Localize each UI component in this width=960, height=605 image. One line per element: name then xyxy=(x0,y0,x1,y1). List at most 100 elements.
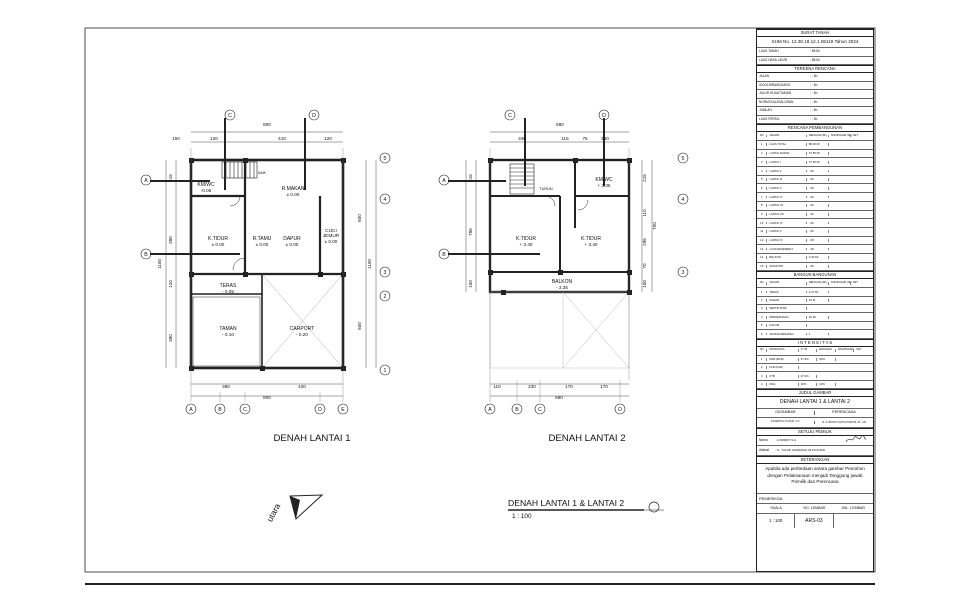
rencana-cell: LUAS TOTAL xyxy=(767,143,807,147)
dimension-text: 385 xyxy=(168,236,173,244)
grid-bubble-3: 3 xyxy=(682,270,685,276)
intensitas-cell: 20% xyxy=(817,383,836,386)
dimension-text: 410 xyxy=(278,136,286,141)
room-level: - 3.35 xyxy=(556,285,568,290)
title-block: SURAT TANAH SHM No. 12.30.18.12.1.06119 … xyxy=(756,28,874,572)
intensitas-cell: RENCANA xyxy=(817,349,836,352)
sheet-bottom-line xyxy=(85,583,875,585)
rencana-cell: LUAS BASEMENT xyxy=(767,247,807,251)
dimension-text: 170 xyxy=(600,384,608,389)
grid-bubble-5-bubble xyxy=(379,152,391,164)
alamat-value: : JL. TULASI LIMAWONG 36 KOJO RID xyxy=(775,448,826,453)
dimension-text: 215 xyxy=(168,174,173,182)
rencana-cell: - M² xyxy=(807,230,829,234)
section-mark: A xyxy=(144,178,148,184)
rencana-cell: LANTAI VII xyxy=(767,204,807,208)
setuju-header: SETUJU PEMILIK xyxy=(757,428,873,437)
rencana-cell: 9 xyxy=(757,213,768,216)
section-mark-bubble xyxy=(598,109,610,121)
bangun-cell: URAIAN xyxy=(767,281,807,285)
terkena-item-value: : - M² xyxy=(810,108,818,113)
skala-label: SKALA xyxy=(770,505,782,510)
grid-bubble-1: 1 xyxy=(384,368,387,374)
rencana-cell: - M² xyxy=(807,204,829,208)
section-mark-bubble xyxy=(224,109,236,121)
rencana-cell: - M² xyxy=(807,265,829,268)
rencana-cell: 15 xyxy=(757,265,768,268)
rencana-cell: - M² xyxy=(807,239,829,242)
bangun-cell: 4 xyxy=(757,315,768,319)
intensitas-cell: KTB xyxy=(767,374,799,378)
section-mark-bubble xyxy=(140,174,152,186)
terkena-item: JALUR HIJAU/TAMAN: - M² xyxy=(757,90,873,99)
rencana-cell: 11 xyxy=(757,230,768,234)
rencana-cell: 14 xyxy=(757,256,768,260)
room-name: CARPORT xyxy=(290,326,314,332)
room-name: TAMAN xyxy=(219,326,237,332)
bangun-cell: 3 xyxy=(757,307,768,311)
grid-bubble-a-bubble xyxy=(185,403,197,415)
bangun-cell: PERKERASAN xyxy=(767,315,807,319)
rencana-header: RENCANA PEMBANGUNAN xyxy=(757,124,873,132)
dimension-text: 215 xyxy=(468,174,473,182)
dimension-text: 150 xyxy=(172,136,180,141)
land-item: LUAS HASIL UKUR: 88 M² xyxy=(757,57,873,65)
floor2-plan xyxy=(448,118,653,402)
section-mark: D xyxy=(602,113,606,119)
rencana-cell: URAIAN xyxy=(767,134,807,138)
dimension-text: 110 xyxy=(642,209,647,217)
skala-value: 1 : 100 xyxy=(757,514,796,529)
rencana-cell: - M² xyxy=(807,169,829,173)
grid-bubble-5: 5 xyxy=(682,156,685,162)
bangun-cell: PAGAR xyxy=(767,299,807,302)
dimension-text: 680 xyxy=(555,395,563,400)
room-level: ± 0.00 xyxy=(256,242,269,247)
pemeriksa-label: PEMERIKSA xyxy=(757,494,873,505)
judul-header: JUDUL GAMBAR xyxy=(757,389,873,398)
rencana-cell: - M² xyxy=(807,178,829,181)
bangun-cell: KOLAM xyxy=(767,324,807,327)
bangun-cell: 1 xyxy=(757,290,768,294)
north-arrow-icon xyxy=(289,494,324,520)
terkena-item-key: JUMLAH xyxy=(759,108,772,113)
bangun-cell: SUMUR RESAPAN xyxy=(767,332,807,336)
land-item-value: : 88 M² xyxy=(810,49,820,54)
shm-number: SHM No. 12.30.18.12.1.06119 Tahun 2024 xyxy=(757,37,873,48)
bangun-cell: SEPTIKTANK xyxy=(767,307,807,311)
dimension-text: 120 xyxy=(168,280,173,288)
rencana-cell: 12 xyxy=(757,239,768,242)
rencana-cell: - M² xyxy=(807,195,829,199)
dimension-text: 70 xyxy=(642,263,647,269)
grid-bubble-1-bubble xyxy=(379,364,391,376)
perencana-label: PERENCANA xyxy=(832,410,856,415)
room-level: - 0.20 xyxy=(296,332,308,337)
dimension-text: 500 xyxy=(357,322,362,330)
owner-signature xyxy=(843,436,873,445)
dimension-text: 115 xyxy=(561,136,569,141)
room-name: BALKON xyxy=(552,279,573,285)
rencana-cell: - M² xyxy=(807,213,829,216)
no-lembar-value: ARS-03 xyxy=(795,514,834,529)
room-level: ± 0.00 xyxy=(212,242,225,247)
grid-bubble-b: B xyxy=(515,407,519,413)
dimension-text: 800 xyxy=(263,395,271,400)
section-mark: C xyxy=(228,113,232,119)
rencana-cell: LANTAI DASAR xyxy=(767,152,807,155)
grid-bubble-d: D xyxy=(318,407,322,413)
room-level: ± 0.00 xyxy=(287,192,300,197)
no-lembar-label: NO. LEMBAR xyxy=(803,505,826,510)
room-name: CUCI xyxy=(325,228,337,234)
intensitas-cell: 4 xyxy=(757,383,768,386)
terkena-item-value: : - M² xyxy=(810,116,818,121)
room-level: + 3.40 xyxy=(520,242,533,247)
